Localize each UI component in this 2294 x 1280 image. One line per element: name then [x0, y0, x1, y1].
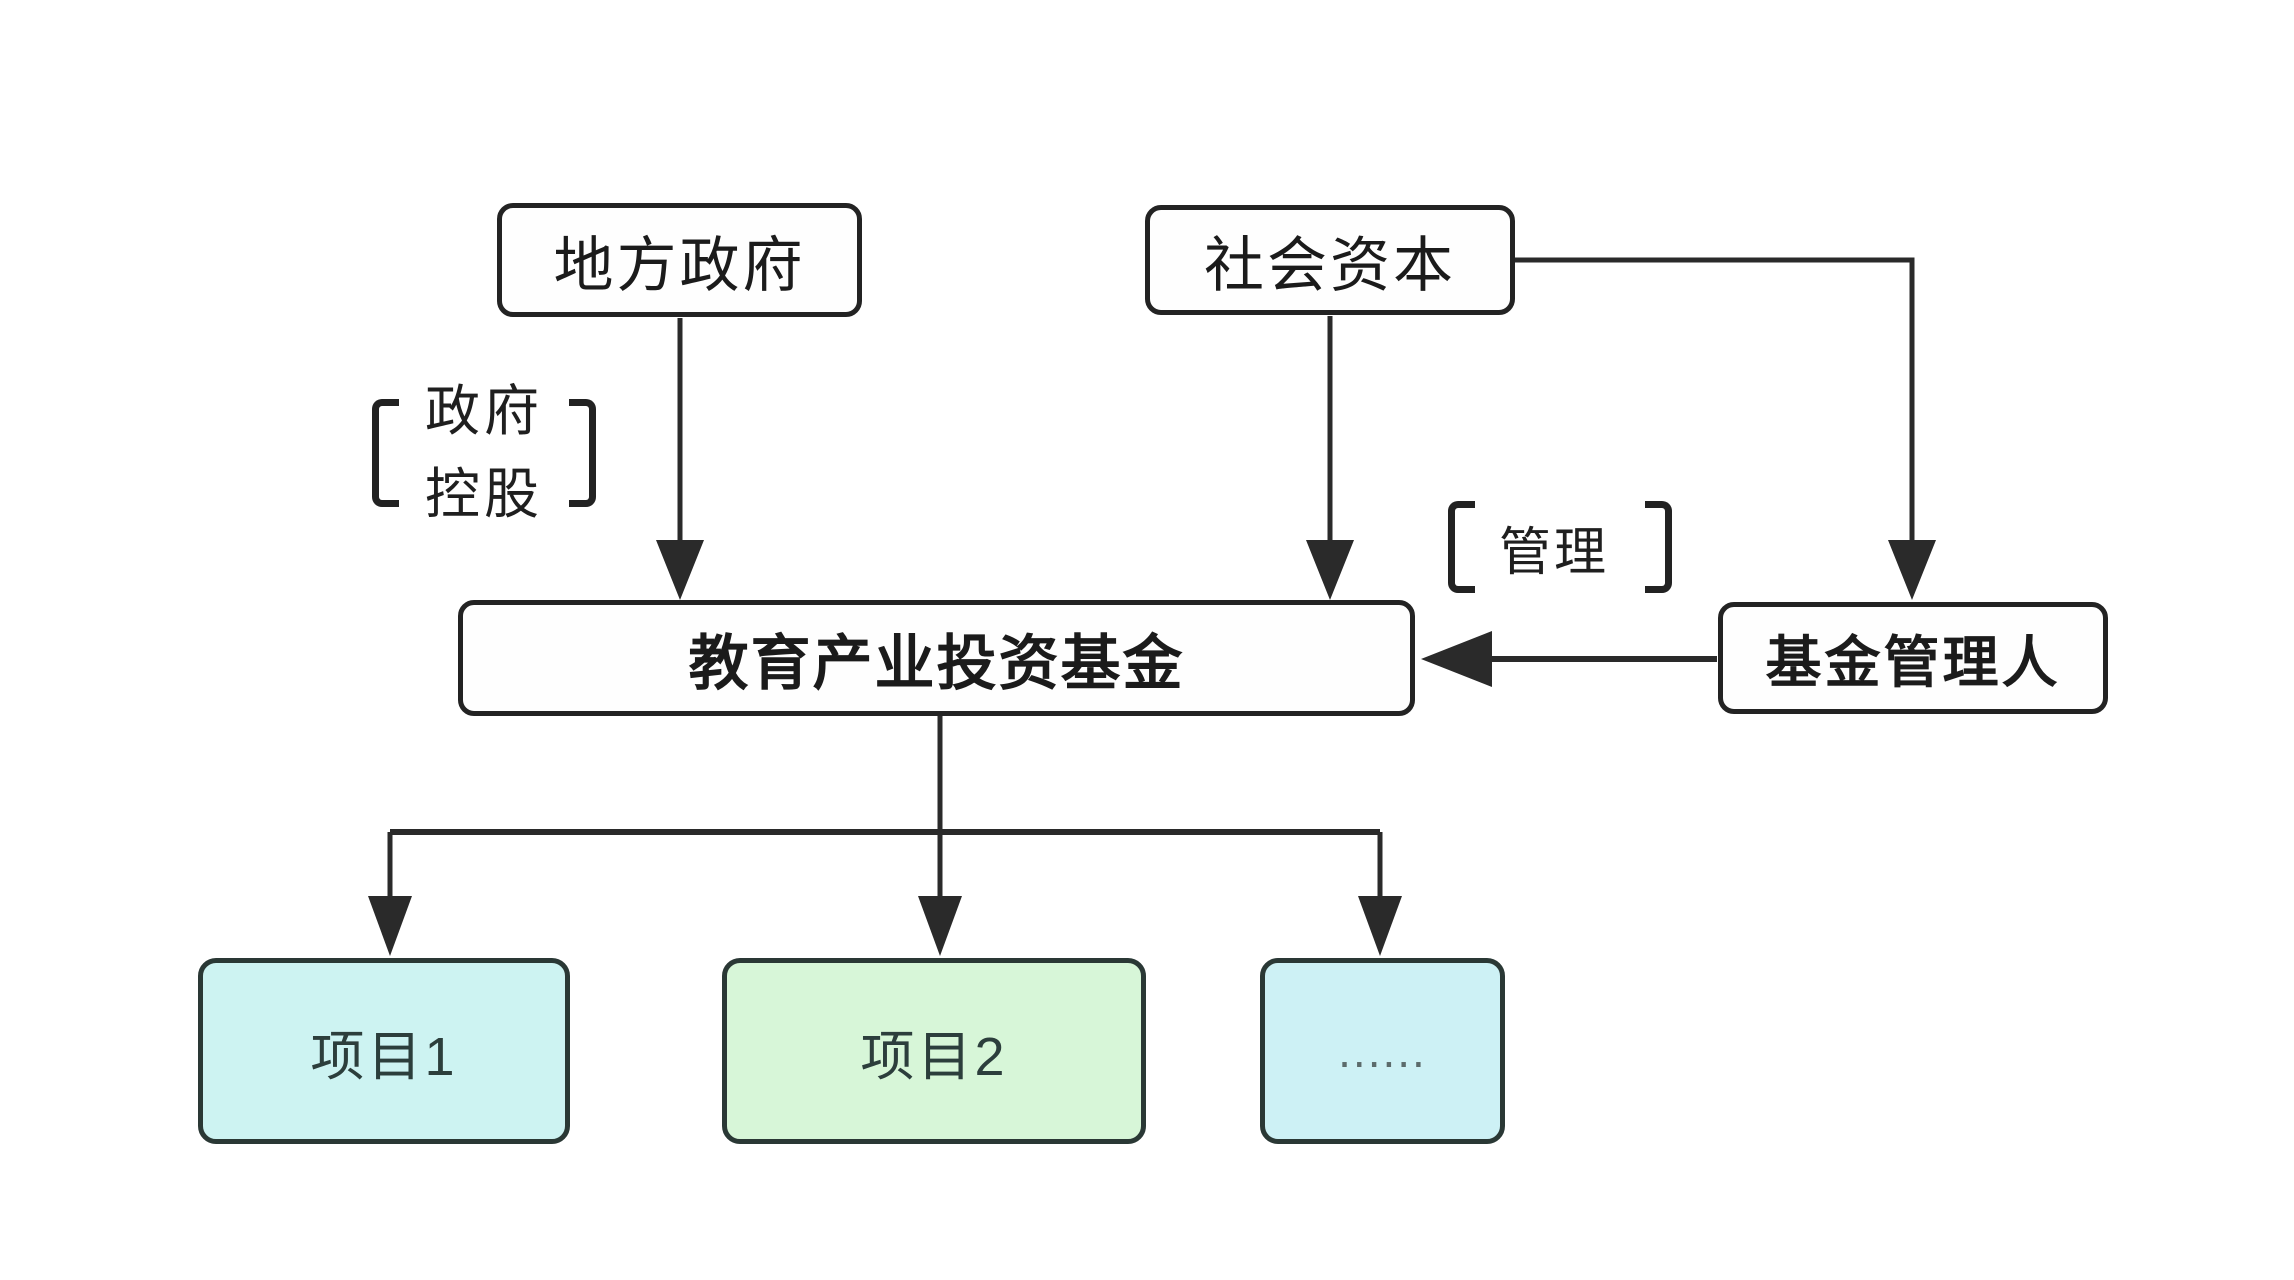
- edge-localgov-to-fund-arrowhead: [656, 540, 704, 600]
- node-local-government-label: 地方政府: [553, 231, 806, 299]
- right-bracket-icon: [1645, 501, 1673, 593]
- node-project-more: ......: [1260, 958, 1505, 1144]
- edge-social-to-fund-arrowhead: [1306, 540, 1354, 600]
- node-project-1-label: 项目1: [310, 1026, 458, 1087]
- node-fund-manager-label: 基金管理人: [1765, 630, 2061, 694]
- edge-social-to-manager-line: [1514, 257, 1915, 548]
- node-project-1: 项目1: [198, 958, 570, 1144]
- left-bracket-icon: [1448, 501, 1475, 593]
- left-bracket-icon: [372, 398, 399, 507]
- edge-label-management: 管理: [1448, 497, 1673, 597]
- management-text: 管理: [1499, 523, 1610, 582]
- government-holding-line1: 政府: [425, 379, 544, 442]
- edge-fund-to-project2-arrowhead: [918, 896, 962, 956]
- node-project-more-label: ......: [1338, 1025, 1427, 1077]
- node-local-government: 地方政府: [497, 203, 862, 317]
- government-holding-line2: 控股: [425, 462, 544, 525]
- edge-fund-to-projectmore-arrowhead: [1358, 896, 1402, 956]
- edge-fund-to-project1-arrowhead: [368, 896, 412, 956]
- node-fund-manager: 基金管理人: [1718, 602, 2108, 714]
- node-project-2: 项目2: [722, 958, 1146, 1144]
- node-social-capital: 社会资本: [1145, 205, 1515, 315]
- node-social-capital-label: 社会资本: [1204, 231, 1456, 299]
- node-project-2-label: 项目2: [860, 1026, 1008, 1087]
- edge-manager-to-fund-arrowhead: [1421, 631, 1492, 687]
- right-bracket-icon: [569, 398, 597, 507]
- government-holding-text: 政府 控股: [425, 370, 543, 536]
- edge-social-to-manager-arrowhead: [1888, 540, 1936, 600]
- node-fund-label: 教育产业投资基金: [688, 629, 1185, 697]
- node-fund: 教育产业投资基金: [458, 600, 1415, 716]
- edge-label-government-holding: 政府 控股: [372, 370, 597, 536]
